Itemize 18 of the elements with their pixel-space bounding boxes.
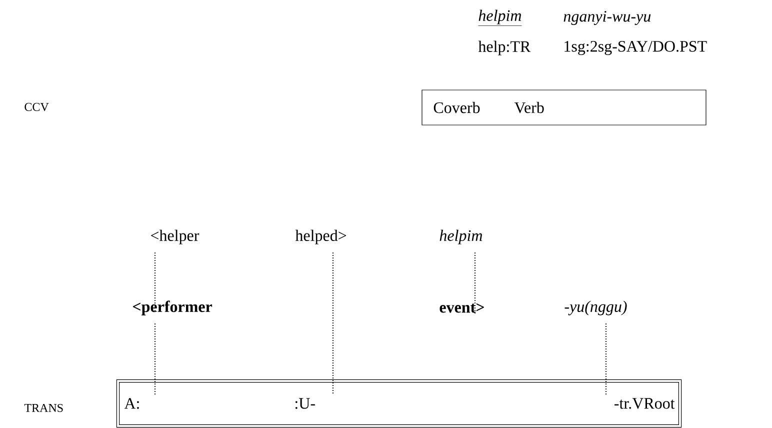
dotted-line: [474, 252, 476, 316]
dotted-line: [332, 252, 334, 396]
gloss-text: help:TR: [478, 40, 531, 56]
row-label: CCV: [24, 102, 49, 112]
gloss-word: nganyi-wu-yu: [564, 10, 651, 26]
role-word: <performer: [133, 300, 212, 316]
role-word: event>: [440, 303, 484, 313]
role-word: helped>: [295, 230, 346, 244]
slot-box: A: :U- -tr.VRoot: [116, 379, 682, 428]
row-label: TRANS: [24, 404, 63, 412]
role-word: helpim: [440, 230, 482, 244]
slot-box: Coverb Verb: [422, 90, 706, 126]
dotted-line: [154, 323, 156, 396]
gloss-text: 1sg:2sg-SAY/DO.PST: [564, 40, 707, 56]
dotted-line: [154, 252, 156, 313]
gloss-word: helpim: [478, 10, 522, 26]
role-word: <helper: [151, 230, 200, 244]
role-word: -yu(nggu): [564, 300, 627, 316]
